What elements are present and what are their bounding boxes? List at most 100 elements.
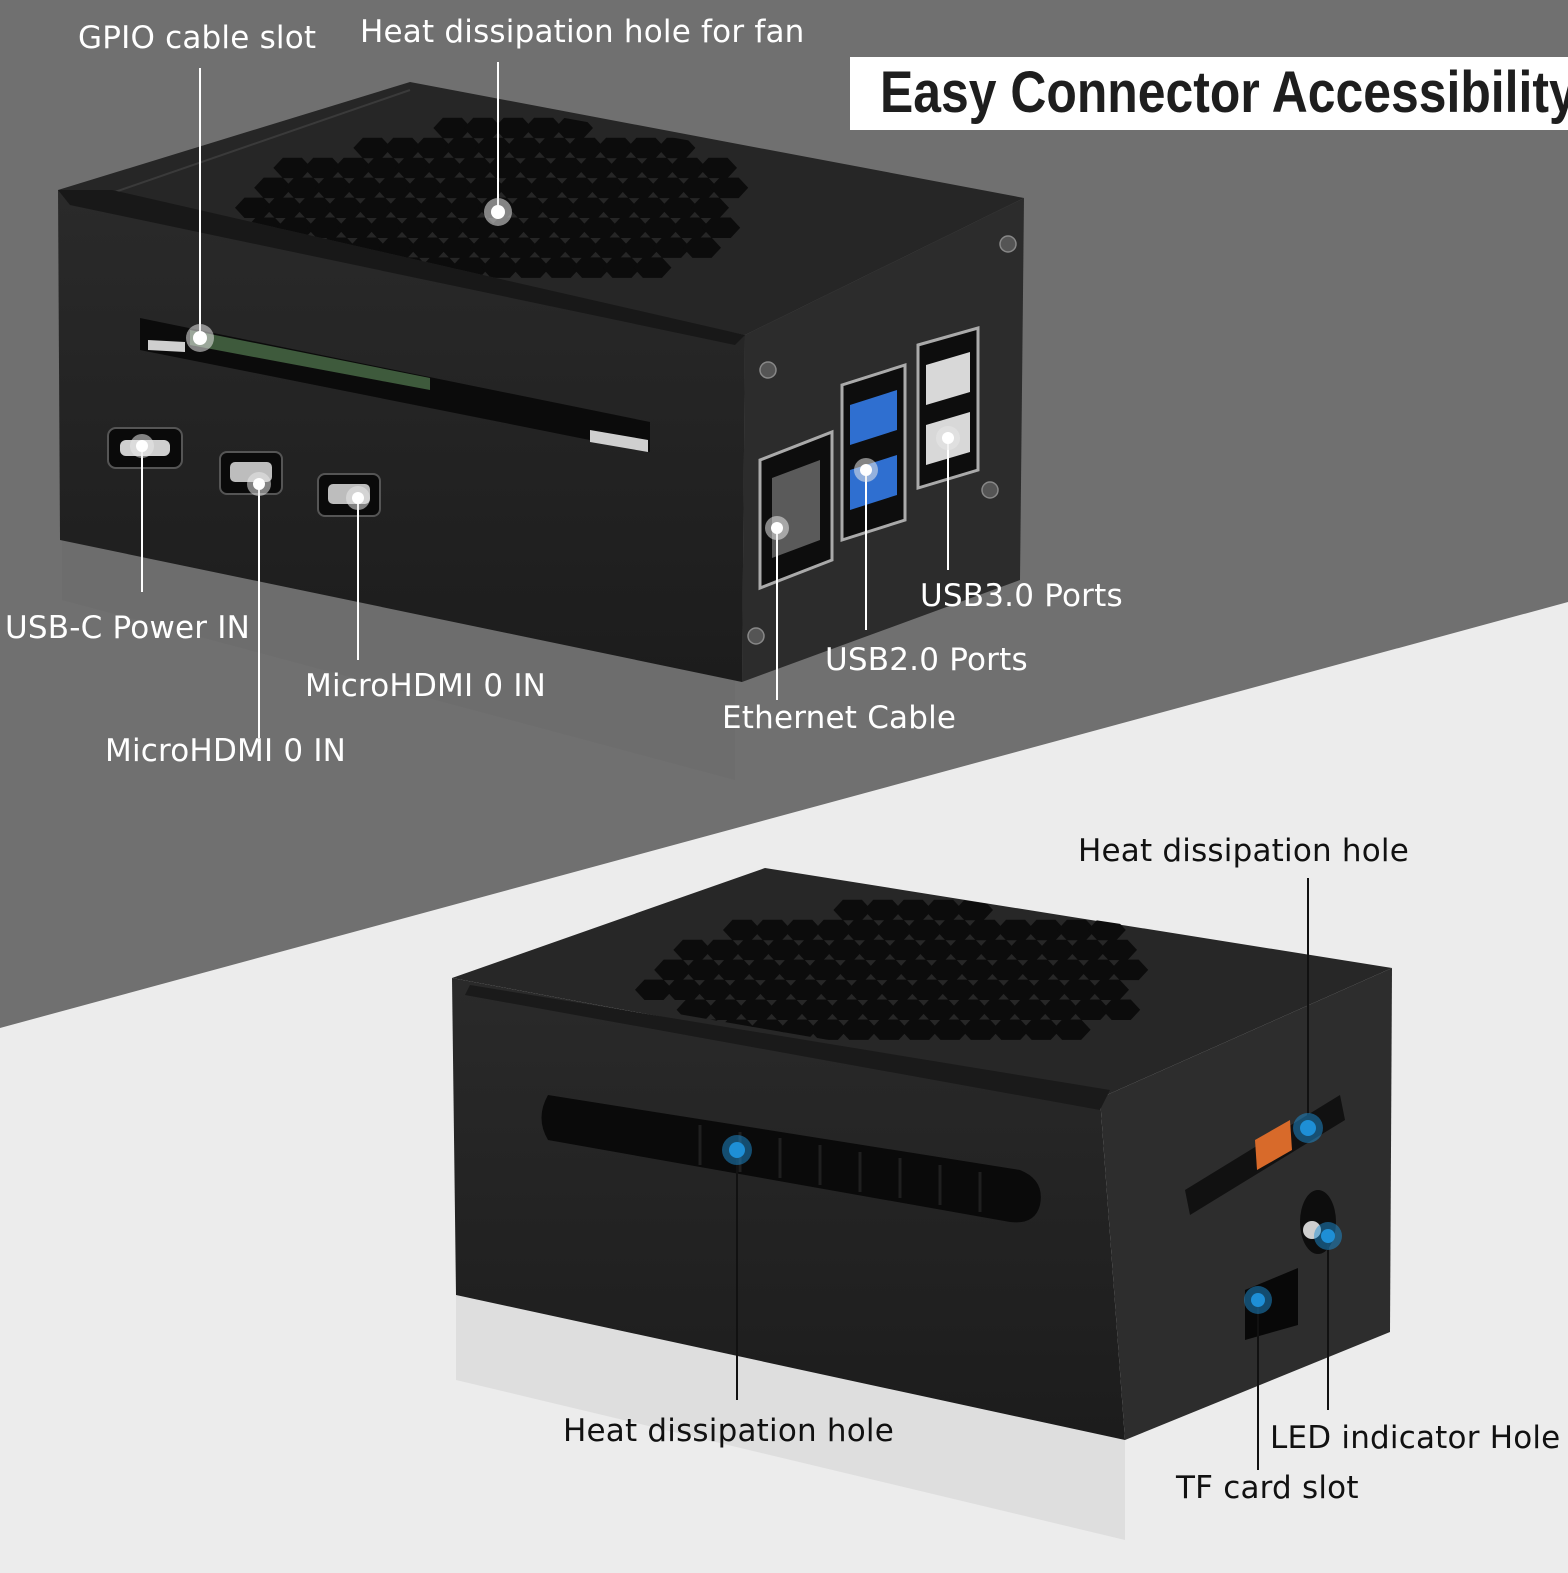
upper-case bbox=[58, 82, 1024, 780]
vent-hexagon bbox=[470, 237, 509, 258]
vent-hexagon bbox=[1019, 959, 1057, 981]
top-vent-icon bbox=[635, 899, 1149, 1040]
label-ethernet: Ethernet Cable bbox=[722, 700, 957, 736]
vent-hexagon bbox=[715, 959, 753, 981]
vent-hexagon bbox=[516, 157, 555, 179]
vent-hexagon bbox=[996, 919, 1035, 941]
vent-hexagon bbox=[795, 939, 833, 961]
vent-hexagon bbox=[991, 1019, 1030, 1040]
vent-hexagon bbox=[1071, 999, 1110, 1020]
vent-hexagon bbox=[1091, 979, 1129, 1000]
vent-hexagon bbox=[828, 999, 867, 1020]
vent-hexagon bbox=[611, 217, 649, 238]
vent-hexagon bbox=[561, 237, 600, 258]
vent-hexagon bbox=[870, 1019, 909, 1040]
label-gpio-slot: GPIO cable slot bbox=[78, 20, 317, 56]
vent-hexagon bbox=[539, 197, 577, 218]
vent-hexagon bbox=[908, 979, 947, 1000]
vent-hexagon bbox=[603, 257, 641, 278]
vent-hexagon bbox=[463, 117, 502, 139]
vent-hexagon bbox=[414, 137, 453, 159]
vent-hexagon bbox=[847, 979, 886, 1000]
vent-hexagon bbox=[447, 197, 486, 218]
vent-hexagon bbox=[958, 959, 997, 981]
vent-hexagon bbox=[817, 979, 856, 1000]
vent-hexagon bbox=[527, 177, 566, 199]
vent-hexagon bbox=[961, 1019, 1000, 1040]
vent-hexagon bbox=[753, 919, 792, 941]
label-heat-hole-front: Heat dissipation hole bbox=[563, 1413, 895, 1449]
label-microhdmi-right: MicroHDMI 0 IN bbox=[305, 668, 547, 704]
vent-hexagon bbox=[577, 157, 616, 179]
vent-hexagon bbox=[703, 939, 742, 961]
vent-hexagon bbox=[787, 979, 825, 1000]
vent-hexagon bbox=[379, 237, 417, 258]
vent-hexagon bbox=[927, 959, 966, 981]
vent-hexagon bbox=[295, 197, 334, 218]
vent-hexagon bbox=[535, 137, 574, 159]
vent-hexagon bbox=[1052, 1019, 1091, 1040]
vent-hexagon bbox=[1087, 919, 1126, 941]
vent-hexagon bbox=[1030, 979, 1069, 1000]
vent-hexagon bbox=[375, 177, 414, 199]
screw-icon bbox=[747, 235, 1017, 645]
vent-hexagon bbox=[630, 197, 669, 218]
vent-hexagon bbox=[596, 137, 635, 159]
vent-hexagon bbox=[580, 217, 619, 238]
vent-hexagon bbox=[303, 157, 342, 179]
vent-hexagon bbox=[641, 217, 680, 238]
vent-hexagon bbox=[627, 137, 665, 159]
vent-hexagon bbox=[1068, 939, 1107, 961]
vent-hexagon bbox=[273, 157, 312, 179]
label-fan-hole: Heat dissipation hole for fan bbox=[360, 14, 805, 50]
label-microhdmi-left: MicroHDMI 0 IN bbox=[105, 733, 347, 769]
vent-hexagon bbox=[467, 177, 505, 199]
fan-vent-icon bbox=[235, 117, 749, 278]
vent-hexagon bbox=[494, 117, 533, 139]
vent-hexagon bbox=[505, 137, 544, 159]
vent-hexagon bbox=[660, 197, 699, 218]
vent-hexagon bbox=[699, 157, 737, 179]
vent-hexagon bbox=[481, 257, 520, 278]
vent-hexagon bbox=[657, 137, 696, 159]
vent-hexagon bbox=[1011, 999, 1049, 1020]
vent-hexagon bbox=[315, 177, 353, 199]
vent-hexagon bbox=[436, 177, 475, 199]
vent-hexagon bbox=[947, 939, 985, 961]
vent-hexagon bbox=[550, 217, 589, 238]
vent-hexagon bbox=[668, 157, 707, 179]
vent-hexagon bbox=[836, 959, 875, 981]
vent-hexagon bbox=[955, 899, 993, 921]
vent-hexagon bbox=[356, 197, 395, 218]
vent-hexagon bbox=[889, 999, 928, 1020]
vent-hexagon bbox=[547, 157, 585, 179]
vent-hexagon bbox=[988, 959, 1027, 981]
vent-hexagon bbox=[591, 237, 630, 258]
vent-hexagon bbox=[497, 177, 536, 199]
vent-hexagon bbox=[875, 919, 913, 941]
vent-hexagon bbox=[439, 237, 478, 258]
vent-hexagon bbox=[635, 979, 673, 1000]
vent-hexagon bbox=[486, 157, 525, 179]
vent-hexagon bbox=[1079, 959, 1118, 981]
vent-hexagon bbox=[398, 217, 437, 238]
vent-hexagon bbox=[691, 197, 729, 218]
vent-hexagon bbox=[867, 959, 905, 981]
vent-hexagon bbox=[455, 157, 494, 179]
vent-hexagon bbox=[235, 197, 273, 218]
vent-hexagon bbox=[726, 979, 765, 1000]
label-usbc-power: USB-C Power IN bbox=[5, 610, 251, 646]
vent-hexagon bbox=[671, 217, 710, 238]
vent-hexagon bbox=[676, 999, 715, 1020]
label-tf-slot: TF card slot bbox=[1176, 1470, 1359, 1506]
vent-hexagon bbox=[695, 979, 734, 1000]
vent-hexagon bbox=[367, 217, 406, 238]
vent-hexagon bbox=[919, 999, 958, 1020]
vent-hexagon bbox=[679, 177, 718, 199]
vent-hexagon bbox=[855, 939, 894, 961]
vent-hexagon bbox=[894, 899, 933, 921]
vent-hexagon bbox=[734, 939, 773, 961]
vent-hexagon bbox=[783, 919, 822, 941]
vent-hexagon bbox=[1038, 939, 1077, 961]
lower-case-front bbox=[452, 978, 1125, 1440]
